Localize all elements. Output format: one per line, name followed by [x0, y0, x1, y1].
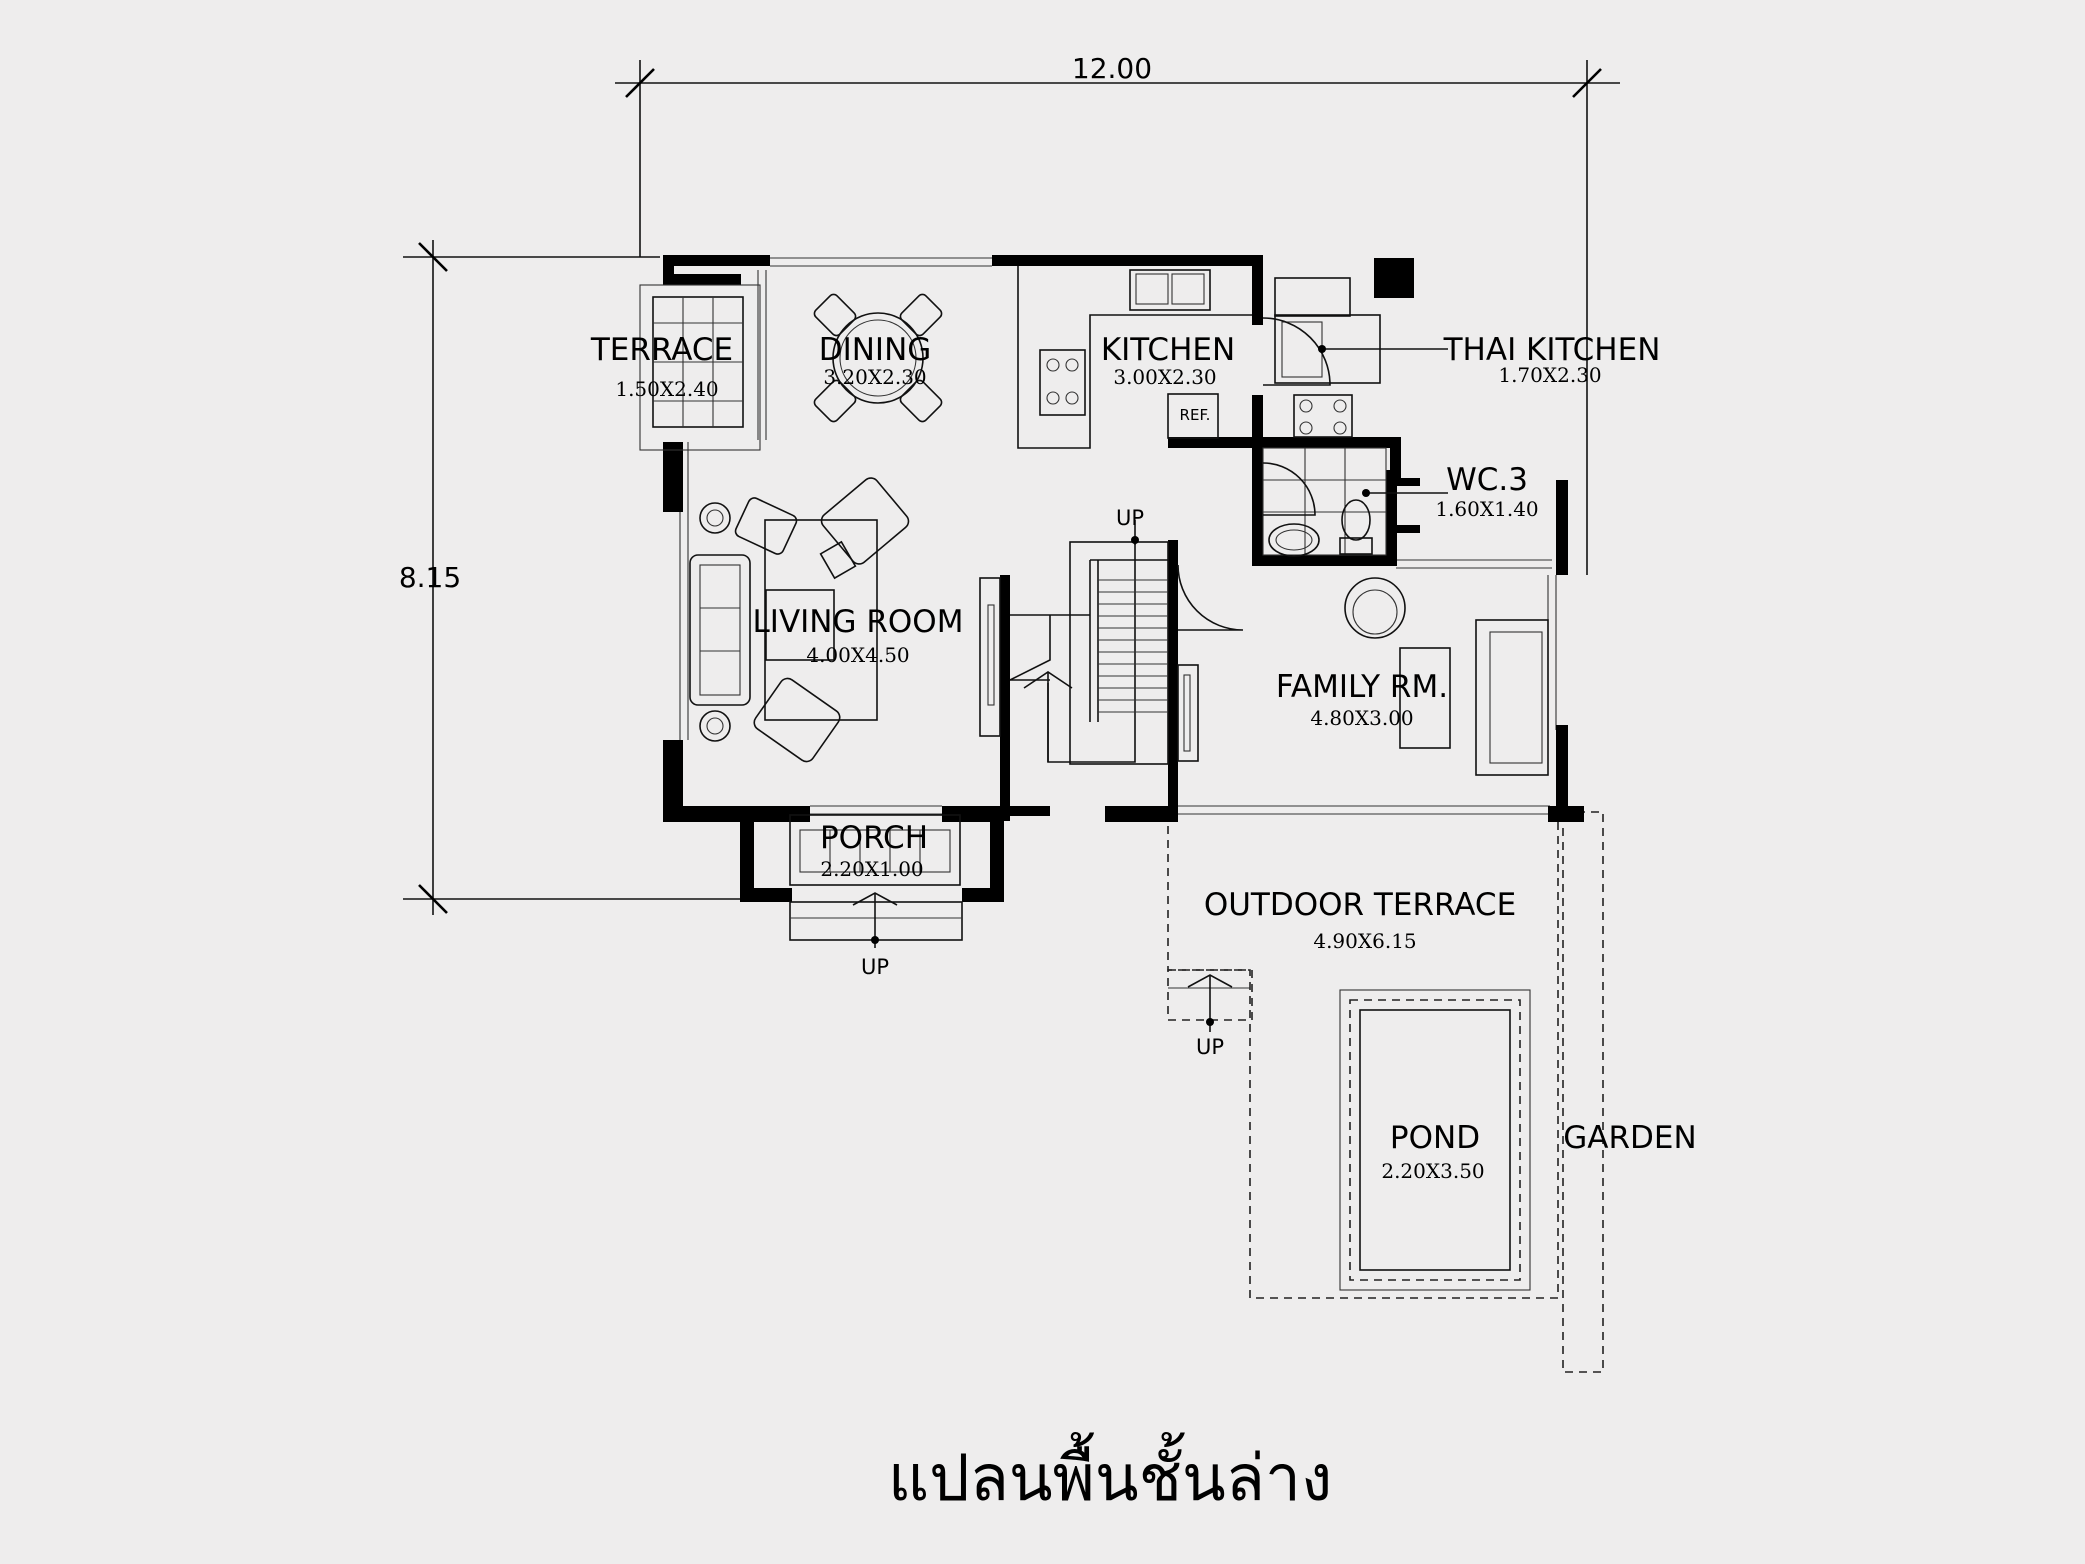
- dimension-depth: 8.15: [399, 240, 740, 915]
- living-room-name: LIVING ROOM: [753, 604, 964, 640]
- dining-name: DINING: [819, 332, 932, 368]
- family-room-name: FAMILY RM.: [1276, 669, 1448, 705]
- pond-name: POND: [1390, 1120, 1480, 1156]
- walls: [663, 255, 1584, 902]
- thai-kitchen-name: THAI KITCHEN: [1443, 332, 1661, 368]
- pond-size: 2.20X3.50: [1381, 1159, 1484, 1183]
- terrace-name: TERRACE: [590, 332, 733, 368]
- dimension-width: 12.00: [615, 52, 1620, 575]
- wc-fixtures: [1262, 447, 1387, 557]
- porch-up-label: UP: [861, 955, 889, 979]
- wc3-size: 1.60X1.40: [1435, 497, 1538, 521]
- garden-name: GARDEN: [1563, 1120, 1696, 1156]
- terrace-daybed: [639, 284, 761, 451]
- living-room-size: 4.00X4.50: [806, 643, 909, 667]
- terrace-size: 1.50X2.40: [615, 377, 718, 401]
- window-lines: [679, 257, 1557, 815]
- up-arrow-terrace: [1187, 974, 1233, 1032]
- dining-size: 3.20X2.30: [823, 365, 926, 389]
- living-room-furniture: [689, 477, 910, 763]
- depth-dimension-label: 8.15: [399, 561, 461, 594]
- outdoor-terrace-size: 4.90X6.15: [1313, 929, 1416, 953]
- stair-up-label: UP: [1116, 506, 1144, 530]
- staircase: [1009, 520, 1169, 765]
- up-arrow-porch: [852, 892, 898, 948]
- plan-title: แปลนพื้นชั้นล่าง: [888, 1432, 1332, 1516]
- outdoor-terrace-name: OUTDOOR TERRACE: [1204, 887, 1516, 923]
- porch-name: PORCH: [820, 820, 928, 856]
- width-dimension-label: 12.00: [1072, 52, 1152, 85]
- kitchen-name: KITCHEN: [1101, 332, 1235, 368]
- porch-size: 2.20X1.00: [820, 857, 923, 881]
- outdoor-area: [1167, 811, 1604, 1373]
- family-room-furniture: [979, 564, 1549, 776]
- thai-kitchen-size: 1.70X2.30: [1498, 363, 1601, 387]
- dining-table-set: [813, 293, 943, 423]
- wc3-name: WC.3: [1446, 462, 1528, 498]
- thai-kitchen-fixtures: [1262, 277, 1381, 438]
- stair-treads: [1098, 579, 1168, 713]
- refrigerator-label: REF.: [1180, 406, 1211, 424]
- terrace-up-label: UP: [1196, 1035, 1224, 1059]
- family-room-size: 4.80X3.00: [1310, 706, 1413, 730]
- kitchen-size: 3.00X2.30: [1113, 365, 1216, 389]
- kitchen-counter: REF.: [1017, 266, 1252, 449]
